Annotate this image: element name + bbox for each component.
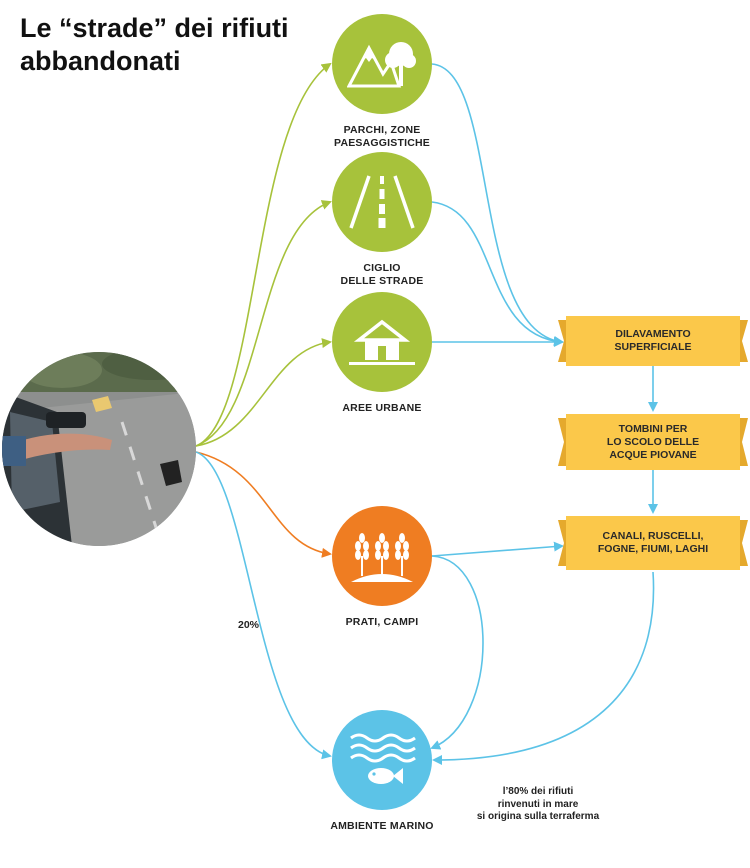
arrow-parks-to-runoff — [431, 63, 564, 346]
parks-label-1: PARCHI, ZONE — [343, 124, 421, 136]
fields-label: PRATI, CAMPI — [302, 616, 462, 629]
arrow-to-roadside — [195, 200, 332, 447]
banner-runoff: DILAVAMENTO SUPERFICIALE — [558, 314, 748, 368]
water-line-2: FOGNE, FIUMI, LAGHI — [597, 543, 709, 555]
runoff-line-2: SUPERFICIALE — [614, 341, 692, 353]
arrow-water-to-marine — [432, 571, 655, 765]
mountain-tree-icon — [347, 42, 416, 88]
roadside-label-1: CIGLIO — [363, 262, 401, 274]
marine-label-1: AMBIENTE MARINO — [330, 820, 434, 832]
arrow-fields-to-water — [431, 541, 564, 557]
arrow-to-parks — [195, 62, 332, 447]
marine-label: AMBIENTE MARINO — [302, 820, 462, 833]
drains-line-3: ACQUE PIOVANE — [609, 448, 697, 461]
percent-label: 20% — [238, 619, 260, 631]
title-line-2: abbandonati — [20, 46, 181, 76]
drains-line-2: LO SCOLO DELLE — [606, 435, 700, 448]
road-icon — [349, 175, 415, 229]
arrow-source-to-marine — [195, 451, 332, 760]
urban-circle — [332, 292, 432, 392]
fields-circle — [332, 506, 432, 606]
banner-drains: TOMBINI PER LO SCOLO DELLE ACQUE PIOVANE — [558, 412, 748, 472]
urban-label: AREE URBANE — [302, 402, 462, 415]
runoff-line-1: DILAVAMENTO — [615, 328, 691, 340]
node-parks: PARCHI, ZONE PAESAGGISTICHE — [332, 14, 432, 149]
roadside-circle — [332, 152, 432, 252]
arrow-to-urban — [195, 338, 332, 447]
footnote-line-3: si origina sulla terraferma — [476, 811, 600, 822]
footnote-line-1: l’80% dei rifiuti — [502, 786, 574, 797]
drains-line-1: TOMBINI PER — [618, 422, 688, 435]
arrow-fields-to-marine — [430, 555, 484, 750]
house-icon — [349, 319, 415, 365]
node-marine: AMBIENTE MARINO — [330, 710, 433, 832]
fields-label-1: PRATI, CAMPI — [345, 616, 419, 628]
fish-waves-icon — [350, 733, 416, 784]
parks-label-2: PAESAGGISTICHE — [334, 137, 430, 149]
node-fields: PRATI, CAMPI — [332, 506, 432, 628]
banner-water: CANALI, RUSCELLI, FOGNE, FIUMI, LAGHI — [558, 514, 748, 572]
title-line-1: Le “strade” dei rifiuti — [20, 13, 289, 43]
footnote: l’80% dei rifiuti rinvenuti in mare si o… — [458, 786, 618, 824]
footnote-line-2: rinvenuti in mare — [497, 798, 579, 810]
ribbon-shape — [558, 414, 748, 470]
water-line-1: CANALI, RUSCELLI, — [602, 530, 704, 542]
ribbon-shape — [558, 516, 748, 570]
node-urban: AREE URBANE — [332, 292, 432, 414]
urban-label-1: AREE URBANE — [342, 402, 422, 414]
littering-photo — [2, 352, 196, 546]
arrow-roadside-to-runoff — [431, 201, 564, 347]
parks-circle — [332, 14, 432, 114]
parks-label: PARCHI, ZONE PAESAGGISTICHE — [302, 124, 462, 150]
page-title: Le “strade” dei rifiuti abbandonati — [20, 12, 289, 78]
marine-circle — [332, 710, 432, 810]
roadside-label-2: DELLE STRADE — [340, 275, 424, 287]
arrow-to-fields — [195, 451, 332, 558]
wheat-icon — [351, 533, 413, 582]
ribbon-shape — [558, 316, 748, 366]
node-roadside: CIGLIO DELLE STRADE — [332, 152, 432, 287]
roadside-label: CIGLIO DELLE STRADE — [302, 262, 462, 288]
